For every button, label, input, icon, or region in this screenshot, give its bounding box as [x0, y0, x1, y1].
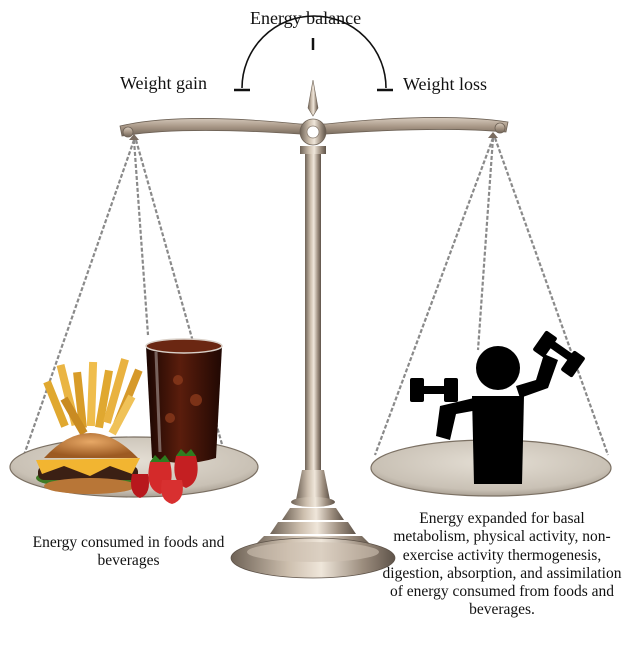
balance-post [252, 146, 374, 548]
right-pan-caption: Energy expanded for basal metabolism, ph… [380, 510, 624, 620]
weight-gain-label: Weight gain [120, 73, 207, 94]
post-finial [300, 80, 326, 145]
balance-base [231, 538, 395, 578]
diagram-title: Energy balance [250, 8, 361, 29]
weight-loss-label: Weight loss [403, 74, 487, 95]
left-pan-caption: Energy consumed in foods and beverages [16, 534, 241, 571]
cola-glass-icon [146, 339, 222, 463]
french-fries-icon [43, 358, 142, 435]
